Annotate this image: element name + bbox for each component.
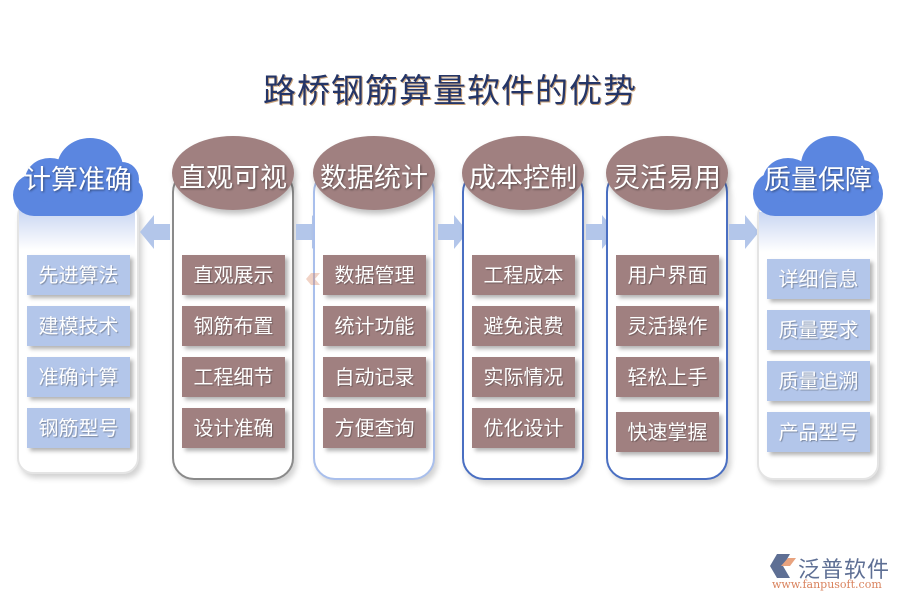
list-item: 工程细节 [182, 357, 285, 397]
column-cost-control: 成本控制 工程成本 避免浪费 实际情况 优化设计 [462, 0, 584, 600]
list-item: 快速掌握 [616, 412, 719, 452]
list-item: 直观展示 [182, 255, 285, 295]
column-accurate-calculation: 计算准确 先进算法 建模技术 准确计算 钢筋型号 [13, 0, 143, 600]
column-heading: 计算准确 [24, 165, 132, 196]
column-data-statistics: 数据统计 数据管理 统计功能 自动记录 方便查询 [313, 0, 435, 600]
cloud-reflection [759, 212, 875, 252]
list-item: 工程成本 [472, 255, 575, 295]
cloud-reflection [19, 210, 135, 250]
list-item: 设计准确 [182, 408, 285, 448]
column-heading: 数据统计 [320, 163, 428, 194]
list-item: 建模技术 [27, 306, 130, 346]
list-item: 质量要求 [767, 310, 870, 350]
list-item: 避免浪费 [472, 306, 575, 346]
heading-ellipse [462, 136, 584, 210]
list-item: 数据管理 [323, 255, 426, 295]
cloud-icon [753, 136, 883, 216]
list-item: 钢筋布置 [182, 306, 285, 346]
list-item: 轻松上手 [616, 357, 719, 397]
list-item: 产品型号 [767, 412, 870, 452]
column-heading: 灵活易用 [613, 163, 721, 194]
list-item: 准确计算 [27, 357, 130, 397]
watermark-logo-icon [306, 270, 320, 285]
arrow-right-icon [729, 213, 759, 251]
list-item: 详细信息 [767, 259, 870, 299]
logo-url: www.fanpusoft.com [772, 578, 882, 591]
list-item: 先进算法 [27, 255, 130, 295]
column-intuitive-visual: 直观可视 直观展示 钢筋布置 工程细节 设计准确 [172, 0, 294, 600]
column-heading: 质量保障 [764, 165, 872, 196]
list-item: 用户界面 [616, 255, 719, 295]
list-item: 质量追溯 [767, 361, 870, 401]
fanpu-logo-icon [770, 554, 796, 578]
list-item: 灵活操作 [616, 306, 719, 346]
column-heading: 直观可视 [179, 163, 287, 194]
list-item: 实际情况 [472, 357, 575, 397]
heading-ellipse [606, 136, 728, 210]
column-quality-assurance: 质量保障 详细信息 质量要求 质量追溯 产品型号 [753, 0, 883, 600]
list-item: 自动记录 [323, 357, 426, 397]
arrow-left-icon [140, 213, 170, 251]
brand-logo: 泛普软件 www.fanpusoft.com [770, 552, 900, 592]
logo-name: 泛普软件 [798, 558, 891, 583]
column-flexible-easy: 灵活易用 用户界面 灵活操作 轻松上手 快速掌握 [606, 0, 728, 600]
list-item: 统计功能 [323, 306, 426, 346]
list-item: 方便查询 [323, 408, 426, 448]
column-heading: 成本控制 [469, 163, 577, 194]
arrow-right-icon [438, 213, 468, 251]
cloud-icon [13, 138, 143, 218]
heading-ellipse [313, 136, 435, 210]
list-item: 优化设计 [472, 408, 575, 448]
diagram-title: 路桥钢筋算量软件的优势 [263, 71, 637, 110]
list-item: 钢筋型号 [27, 408, 130, 448]
heading-ellipse [172, 136, 294, 210]
